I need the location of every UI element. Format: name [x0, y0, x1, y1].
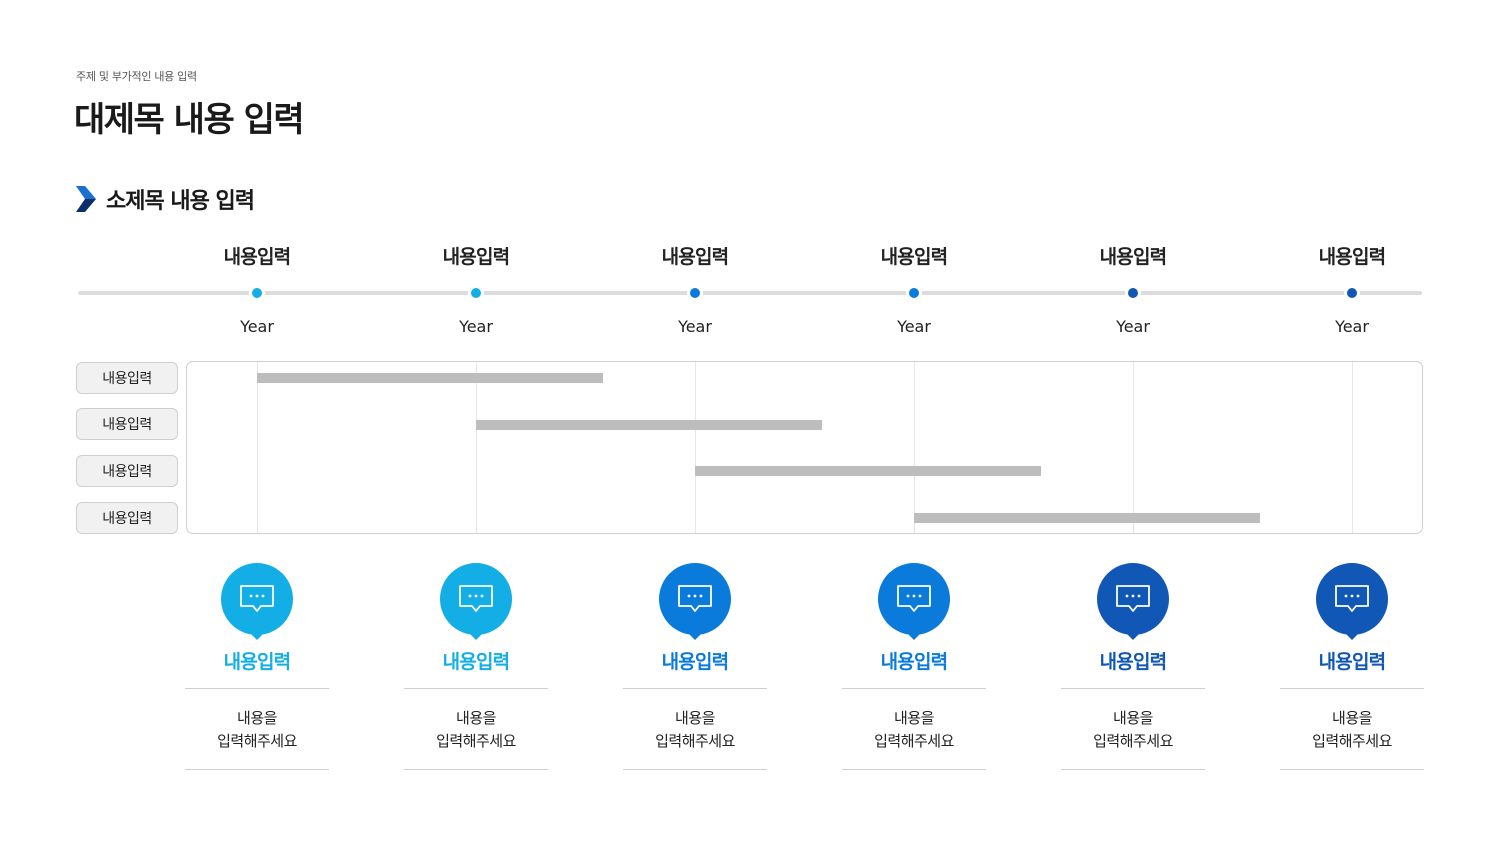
- gantt-chart: [186, 361, 1423, 534]
- gantt-row-label: 내용입력: [76, 362, 178, 394]
- gantt-gridline: [1133, 362, 1134, 533]
- chat-bubble-icon: [221, 563, 293, 640]
- timeline-label: 내용입력: [442, 246, 511, 268]
- card-title: 내용입력: [1099, 651, 1168, 673]
- card-desc-line: 내용을: [237, 709, 277, 727]
- card-desc-line: 입력해주세요: [1093, 732, 1173, 750]
- timeline-year: Year: [240, 317, 274, 336]
- card-divider: [623, 769, 767, 770]
- timeline-year: Year: [1335, 317, 1369, 336]
- gantt-gridline: [1352, 362, 1353, 533]
- card-desc-line: 입력해주세요: [217, 732, 297, 750]
- timeline-label: 내용입력: [1099, 246, 1168, 268]
- chevron-right-icon: [76, 186, 96, 212]
- card-divider: [404, 688, 548, 689]
- card-title: 내용입력: [661, 651, 730, 673]
- timeline-dot: [906, 285, 922, 301]
- card-divider: [1280, 688, 1424, 689]
- card-desc-line: 입력해주세요: [655, 732, 735, 750]
- card-desc-line: 내용을: [1113, 709, 1153, 727]
- card-divider: [623, 688, 767, 689]
- timeline-track: [78, 291, 1422, 295]
- card-desc-line: 입력해주세요: [874, 732, 954, 750]
- eyebrow-text: 주제 및 부가적인 내용 입력: [76, 70, 197, 83]
- gantt-row-label: 내용입력: [76, 502, 178, 534]
- gantt-row-label: 내용입력: [76, 408, 178, 440]
- gantt-gridline: [695, 362, 696, 533]
- timeline-label: 내용입력: [880, 246, 949, 268]
- page-title: 대제목 내용 입력: [74, 100, 305, 140]
- timeline-label: 내용입력: [223, 246, 292, 268]
- timeline-dot: [1344, 285, 1360, 301]
- card-divider: [1280, 769, 1424, 770]
- gantt-gridline: [476, 362, 477, 533]
- card-desc-line: 내용을: [1332, 709, 1372, 727]
- timeline-year: Year: [459, 317, 493, 336]
- chat-bubble-icon: [1316, 563, 1388, 640]
- gantt-gridline: [257, 362, 258, 533]
- timeline-year: Year: [678, 317, 712, 336]
- timeline-label: 내용입력: [661, 246, 730, 268]
- card-divider: [185, 688, 329, 689]
- card-desc-line: 내용을: [456, 709, 496, 727]
- timeline-year: Year: [897, 317, 931, 336]
- gantt-bar: [695, 466, 1041, 476]
- card-title: 내용입력: [1318, 651, 1387, 673]
- card-divider: [1061, 688, 1205, 689]
- chat-bubble-icon: [659, 563, 731, 640]
- chat-bubble-icon: [440, 563, 512, 640]
- chat-bubble-icon: [1097, 563, 1169, 640]
- card-desc-line: 입력해주세요: [1312, 732, 1392, 750]
- card-divider: [404, 769, 548, 770]
- card-desc-line: 내용을: [675, 709, 715, 727]
- card-title: 내용입력: [442, 651, 511, 673]
- card-title: 내용입력: [223, 651, 292, 673]
- chat-bubble-icon: [878, 563, 950, 640]
- card-divider: [842, 769, 986, 770]
- card-divider: [842, 688, 986, 689]
- timeline-dot: [468, 285, 484, 301]
- subheading-text: 소제목 내용 입력: [106, 189, 255, 214]
- gantt-bar: [914, 513, 1260, 523]
- timeline-label: 내용입력: [1318, 246, 1387, 268]
- timeline-dot: [687, 285, 703, 301]
- card-title: 내용입력: [880, 651, 949, 673]
- timeline-year: Year: [1116, 317, 1150, 336]
- card-divider: [185, 769, 329, 770]
- subheading: 소제목 내용 입력: [76, 184, 255, 214]
- gantt-bar: [257, 373, 603, 383]
- gantt-bar: [476, 420, 822, 430]
- timeline-dot: [249, 285, 265, 301]
- card-desc-line: 입력해주세요: [436, 732, 516, 750]
- card-divider: [1061, 769, 1205, 770]
- card-desc-line: 내용을: [894, 709, 934, 727]
- gantt-gridline: [914, 362, 915, 533]
- gantt-row-label: 내용입력: [76, 455, 178, 487]
- timeline-dot: [1125, 285, 1141, 301]
